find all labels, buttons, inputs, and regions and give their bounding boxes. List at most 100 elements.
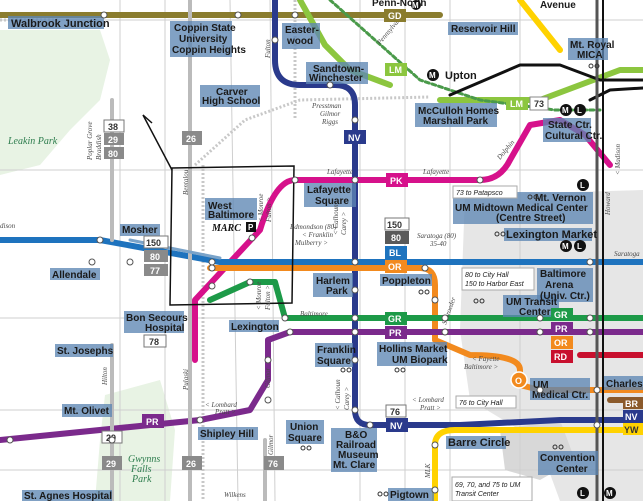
station-shipley-hill[interactable]: Shipley Hill	[200, 429, 254, 440]
station-railroad[interactable]: Railroad	[336, 440, 376, 451]
badge-or[interactable]: OR	[385, 260, 407, 273]
station-lafayette-square[interactable]: Square	[315, 196, 349, 207]
station-convention-center[interactable]: Center	[556, 464, 588, 475]
station-um-medical-ctr[interactable]: Medical Ctr.	[532, 390, 588, 401]
badge-nv-south[interactable]: NV	[386, 418, 408, 432]
station-marshall-park[interactable]: Marshall Park	[423, 116, 488, 127]
station-pigtown[interactable]: Pigtown	[390, 490, 429, 501]
badge-nv-north[interactable]: NV	[344, 130, 366, 144]
badge-br-east[interactable]: BR	[623, 397, 643, 409]
station-state-ctr[interactable]: State Ctr.	[548, 120, 592, 131]
route-76[interactable]: 76	[385, 404, 407, 418]
badge-nv-east[interactable]: NV	[623, 410, 643, 422]
metro-icon[interactable]: M	[604, 487, 616, 499]
station-avenue[interactable]: Avenue	[540, 0, 576, 11]
station-easterwood[interactable]: Easter-	[285, 25, 319, 36]
station-mcculloh[interactable]: McCulloh Homes	[418, 106, 500, 117]
station-lafayette[interactable]: Lafayette	[307, 185, 351, 196]
station-um-transit[interactable]: UM Transit	[506, 297, 558, 308]
badge-pr-west[interactable]: PR	[142, 414, 164, 428]
badge-gr-east[interactable]: GR	[551, 308, 573, 321]
station-west[interactable]: West	[208, 201, 232, 212]
badge-gd[interactable]: GD	[384, 9, 406, 22]
light-rail-icon[interactable]: L	[577, 179, 589, 191]
station-penn-north[interactable]: Penn-North	[372, 0, 426, 9]
route-29[interactable]: 29	[104, 133, 124, 145]
station-union-square[interactable]: Square	[288, 433, 322, 444]
station-walbrook-junction[interactable]: Walbrook Junction	[11, 18, 110, 30]
route-29-c[interactable]: 29	[102, 456, 122, 470]
badge-o-circle[interactable]: O	[510, 371, 528, 389]
station-museum[interactable]: Museum	[338, 450, 379, 461]
station-convention[interactable]: Convention	[540, 453, 595, 464]
station-sandtown[interactable]: Sandtown-	[313, 64, 364, 75]
badge-rd-east[interactable]: RD	[551, 350, 573, 363]
station-centre-street[interactable]: (Centre Street)	[496, 213, 565, 224]
station-baltimore-arena[interactable]: Baltimore	[540, 269, 587, 280]
route-150[interactable]: 150	[143, 235, 169, 249]
station-reservoir-hill[interactable]: Reservoir Hill	[451, 24, 516, 35]
station-st-agnes[interactable]: St. Agnes Hospital	[24, 491, 112, 501]
route-80-c[interactable]: 80	[385, 231, 409, 244]
station-franklin-square[interactable]: Square	[317, 356, 351, 367]
station-winchester[interactable]: Winchester	[309, 73, 363, 84]
station-easterwood-2[interactable]: wood	[286, 36, 313, 47]
station-allendale[interactable]: Allendale	[52, 270, 97, 281]
station-coppin-university[interactable]: University	[179, 34, 228, 45]
route-150-c[interactable]: 150	[384, 217, 410, 231]
route-78[interactable]: 78	[143, 334, 167, 348]
station-west-baltimore[interactable]: Baltimore	[208, 210, 255, 221]
badge-pk[interactable]: PK	[386, 173, 408, 187]
station-mt-vernon[interactable]: Mt. Vernon	[535, 193, 586, 204]
station-st-josephs[interactable]: St. Josephs	[57, 346, 114, 357]
station-charles[interactable]: Charles	[606, 379, 643, 390]
station-mt-clare[interactable]: Mt. Clare	[333, 460, 376, 471]
station-arena[interactable]: Arena	[545, 280, 574, 291]
route-26-south[interactable]: 26	[182, 456, 202, 470]
station-lexington[interactable]: Lexington	[231, 322, 279, 333]
badge-gr[interactable]: GR	[385, 312, 407, 325]
station-mt-royal[interactable]: Mt. Royal	[570, 40, 615, 51]
station-um-biopark[interactable]: UM Biopark	[392, 355, 448, 366]
station-coppin-heights[interactable]: Coppin Heights	[172, 45, 246, 56]
station-mica[interactable]: MICA	[577, 50, 603, 61]
station-carver-hs[interactable]: High School	[202, 96, 261, 107]
station-harlem[interactable]: Harlem	[316, 276, 350, 287]
metro-icon[interactable]: M	[560, 240, 572, 252]
badge-lm-73[interactable]: LM 73	[506, 96, 549, 111]
route-80-b[interactable]: 80	[144, 250, 168, 262]
station-hospital[interactable]: Hospital	[145, 323, 185, 334]
metro-icon[interactable]: M	[427, 69, 439, 81]
station-transit-center[interactable]: Center	[519, 307, 551, 318]
badge-lm[interactable]: LM	[385, 63, 407, 76]
badge-pr[interactable]: PR	[385, 326, 407, 339]
route-76-b[interactable]: 76	[264, 456, 284, 470]
station-mosher[interactable]: Mosher	[122, 225, 158, 236]
station-carver[interactable]: Carver	[216, 87, 248, 98]
badge-bl[interactable]: BL	[385, 246, 407, 259]
route-26[interactable]: 26	[182, 131, 202, 145]
station-upton[interactable]: Upton	[445, 70, 477, 82]
station-bo[interactable]: B&O	[345, 430, 367, 441]
route-38[interactable]: 38	[103, 119, 125, 133]
station-harlem-park[interactable]: Park	[326, 286, 348, 297]
station-poppleton[interactable]: Poppleton	[382, 276, 431, 287]
station-union[interactable]: Union	[290, 422, 318, 433]
light-rail-icon[interactable]: L	[574, 240, 586, 252]
station-lexington-market[interactable]: Lexington Market	[506, 229, 597, 241]
light-rail-icon[interactable]: L	[577, 487, 589, 499]
station-mt-olivet[interactable]: Mt. Olivet	[64, 406, 110, 417]
station-univ-ctr[interactable]: (Univ. Ctr.)	[540, 291, 590, 302]
station-bon-secours[interactable]: Bon Secours	[126, 313, 188, 324]
badge-pr-east[interactable]: PR	[551, 322, 573, 335]
station-um-midtown[interactable]: UM Midtown Medical Center	[455, 203, 588, 214]
station-cultural-ctr[interactable]: Cultural Ctr.	[545, 131, 602, 142]
station-franklin[interactable]: Franklin	[317, 345, 356, 356]
station-hollins-market[interactable]: Hollins Market	[379, 344, 448, 355]
station-barre-circle[interactable]: Barre Circle	[448, 437, 510, 449]
badge-yw-east[interactable]: YW	[623, 423, 643, 435]
metro-icon[interactable]: M	[560, 104, 572, 116]
badge-or-east[interactable]: OR	[551, 336, 573, 349]
route-80[interactable]: 80	[104, 147, 124, 159]
route-77[interactable]: 77	[144, 264, 168, 276]
